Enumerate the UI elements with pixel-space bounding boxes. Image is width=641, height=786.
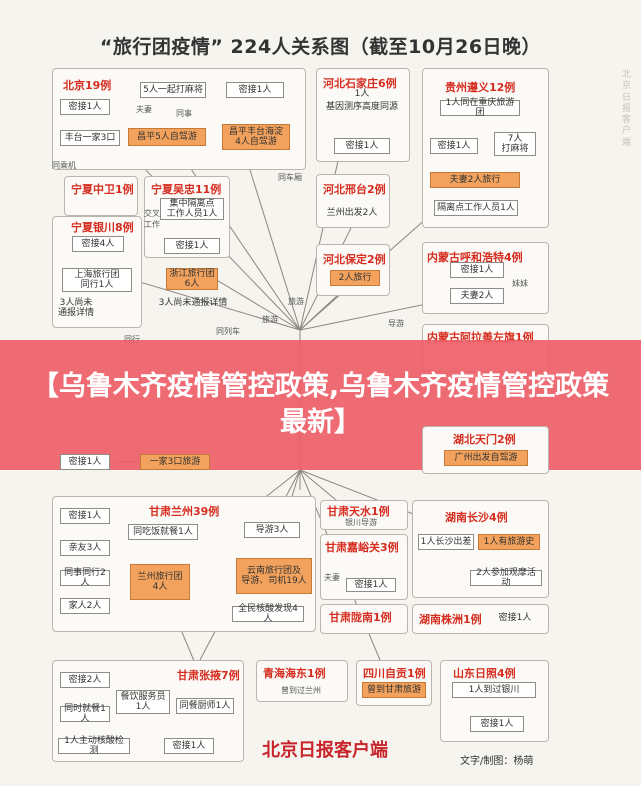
node-business-trip: 1人长沙出差: [418, 534, 474, 550]
node-family: 家人2人: [60, 598, 110, 614]
node-two-travel: 2人旅行: [330, 270, 380, 286]
panel-title: 青海海东1例: [263, 667, 326, 680]
edge-label: 同事: [176, 109, 192, 118]
watermark: 北京日报客户端: [622, 70, 632, 148]
node-close-contact: 密接1人: [60, 454, 110, 470]
panel-qinghai-haidong: 青海海东1例 曾到过兰州: [256, 660, 348, 702]
node-mahjong: 7人打麻将: [494, 132, 536, 156]
node-dinner: 同吃饭就餐1人: [128, 524, 198, 540]
node-close-contact: 密接1人: [164, 238, 220, 254]
panel-hunan-zhuzhou: 湖南株洲1例: [412, 604, 549, 634]
node-close-contact: 密接4人: [72, 236, 124, 252]
panel-title: 甘肃天水1例: [327, 505, 390, 518]
panel-title: 甘肃陇南1例: [329, 611, 392, 624]
node-fengtai-family: 丰台一家3口: [60, 130, 120, 146]
node-colleagues: 同事同行2人: [60, 568, 110, 588]
node-travel-history: 1人有旅游史: [478, 534, 540, 550]
node-visited-yinchuan: 1人到过银川: [452, 682, 536, 698]
node-close-contact: 密接1人: [346, 578, 396, 592]
node-family-tour: 一家3口旅游: [140, 454, 210, 470]
edge-label: 旅游: [262, 315, 278, 324]
panel-title: 湖南长沙4例: [445, 511, 508, 524]
node-genetic-match: 基因测序高度同源: [325, 101, 398, 112]
panel-hubei-tianmen: 湖北天门2例: [422, 426, 549, 474]
node-mahjong: 5人一起打麻将: [140, 82, 206, 98]
panel-title: 四川自贡1例: [363, 667, 426, 680]
panel-hebei-xingtai: 河北邢台2例: [316, 174, 390, 228]
panel-title: 宁夏吴忠11例: [151, 183, 222, 196]
node-close-contact: 密接1人: [470, 716, 524, 732]
panel-title: 宁夏银川8例: [71, 221, 134, 234]
node-close-contact: 密接1人: [226, 82, 284, 98]
node-driver-note: 银川导游: [345, 518, 377, 527]
node-chef: 同餐厨师1人: [176, 698, 234, 714]
edge-label: 同行: [124, 334, 140, 345]
edge-label: 妹妹: [512, 279, 528, 288]
node-guangzhou-selfdrive: 广州出发自驾游: [444, 450, 528, 466]
edge-label: 交叉工作: [144, 209, 160, 229]
node-gansu-travel: 曾到甘肃旅游: [362, 682, 426, 698]
node-close-contact: 密接1人: [60, 508, 110, 524]
node-close-contact: 密接2人: [60, 672, 110, 688]
edge-label: 夫妻: [324, 573, 340, 582]
panel-title: 湖北天门2例: [453, 433, 516, 446]
node-pending-report: 3人尚未通报详情: [158, 297, 228, 308]
panel-title: 甘肃嘉峪关3例: [325, 541, 399, 554]
panel-title: 甘肃兰州39例: [149, 505, 220, 518]
node-dining: 同时就餐1人: [60, 704, 110, 724]
panel-title: 宁夏中卫1例: [71, 183, 134, 196]
panel-title: 贵州遵义12例: [445, 81, 516, 94]
node-close-contact: 密接1人: [334, 138, 390, 154]
node-active-test: 1人主动核酸检测: [58, 736, 130, 756]
node-visited-lanzhou: 曾到过兰州: [281, 686, 321, 695]
edge-label: 同车厢: [278, 173, 302, 182]
edge-label: 旅游: [288, 297, 304, 306]
panel-title: 甘肃张掖7例: [177, 669, 240, 682]
node-observation-event: 2人参加观摩活动: [470, 568, 542, 588]
edge-label: 同乘机: [52, 161, 76, 170]
panel-title: 湖南株洲1例: [419, 613, 482, 626]
node-from-lanzhou: 兰州出发2人: [326, 207, 378, 218]
node-isolation-worker: 隔离点工作人员1人: [434, 200, 518, 216]
node-close-contact: 密接1人: [164, 738, 214, 754]
node-close-contact: 密接1人: [60, 99, 110, 115]
edge-label: 同列车: [216, 327, 240, 336]
publisher-logo: 北京日报客户端: [262, 740, 388, 761]
edge-label: 导游: [388, 319, 404, 328]
panel-gansu-tianshui: 甘肃天水1例 银川导游: [320, 500, 408, 530]
node-close-contact: 密接1人: [498, 612, 532, 623]
panel-title: 河北邢台2例: [323, 183, 386, 196]
panel-ningxia-zhongwei: 宁夏中卫1例: [64, 176, 138, 216]
panel-title: 北京19例: [63, 79, 112, 92]
node-pending-report: 3人尚未通报详情: [57, 297, 94, 318]
node-guides: 导游3人: [244, 522, 300, 538]
author-credit: 文字/制图：杨萌: [460, 756, 534, 767]
panel-title: 河北石家庄6例: [323, 77, 397, 90]
node-close-contact: 密接1人: [450, 262, 504, 278]
node-one-person: 1人: [354, 88, 370, 99]
node-yunnan-tour: 云南旅行团及导游、司机19人: [236, 558, 312, 594]
headline-text: 【乌鲁木齐疫情管控政策,乌鲁木齐疫情管控政策最新】: [31, 370, 610, 438]
node-isolation-worker: 集中隔离点工作人员1人: [160, 198, 224, 220]
node-chongqing-tour: 1人同在重庆旅游团: [440, 98, 520, 118]
node-friends: 亲友3人: [60, 540, 110, 556]
panel-title: 内蒙古呼和浩特4例: [427, 251, 523, 264]
node-couple: 夫妻2人: [450, 288, 504, 304]
panel-shandong-rizhao: 山东日照4例: [440, 660, 549, 742]
node-changping-tour: 昌平5人自驾游: [128, 128, 206, 146]
node-shanghai-tour: 上海旅行团同行1人: [62, 268, 132, 292]
diagram-title: “旅行团疫情” 224人关系图（截至10月26日晚）: [99, 36, 542, 58]
node-close-contact: 密接1人: [430, 138, 478, 154]
node-couple-travel: 夫妻2人旅行: [430, 172, 520, 188]
panel-gansu-longnan: 甘肃陇南1例: [320, 604, 408, 634]
edge-label: 夫妻: [136, 105, 152, 114]
panel-title: 山东日照4例: [453, 667, 516, 680]
node-nucleic-test: 全民核酸发现4人: [232, 604, 304, 624]
panel-title: 河北保定2例: [323, 253, 386, 266]
